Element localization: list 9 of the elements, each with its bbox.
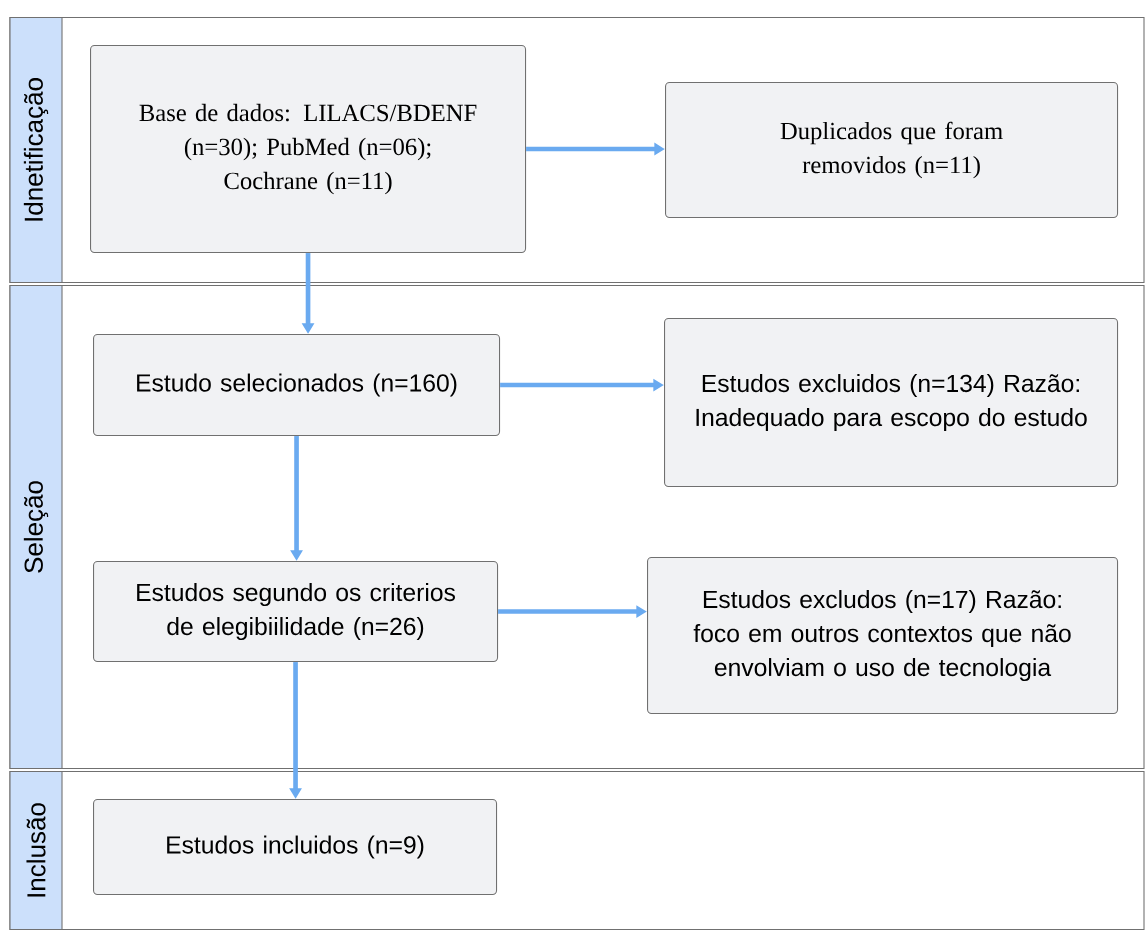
process-box: Estudos incluidos (n=9) bbox=[93, 799, 498, 896]
process-box: Estudos excluidos (n=134) Razão: Inadequado para escopo do estudo bbox=[664, 318, 1119, 488]
process-box: Base de dados: LILACS/BDENF (n=30); PubMed (n=06); Cochrane (n=11) bbox=[90, 45, 527, 254]
lane-header: Idnetificação bbox=[9, 16, 63, 284]
process-box: Estudos excludos (n=17) Razão: foco em outros contextos que não envolviam o uso de tecnologia bbox=[647, 557, 1119, 715]
process-box: Duplicados que foram removidos (n=11) bbox=[665, 82, 1119, 219]
process-box: Estudo selecionados (n=160) bbox=[93, 334, 501, 437]
process-box: Estudos segundo os criterios de elegibiilidade (n=26) bbox=[93, 561, 499, 663]
lane-header: Inclusão bbox=[9, 770, 63, 931]
